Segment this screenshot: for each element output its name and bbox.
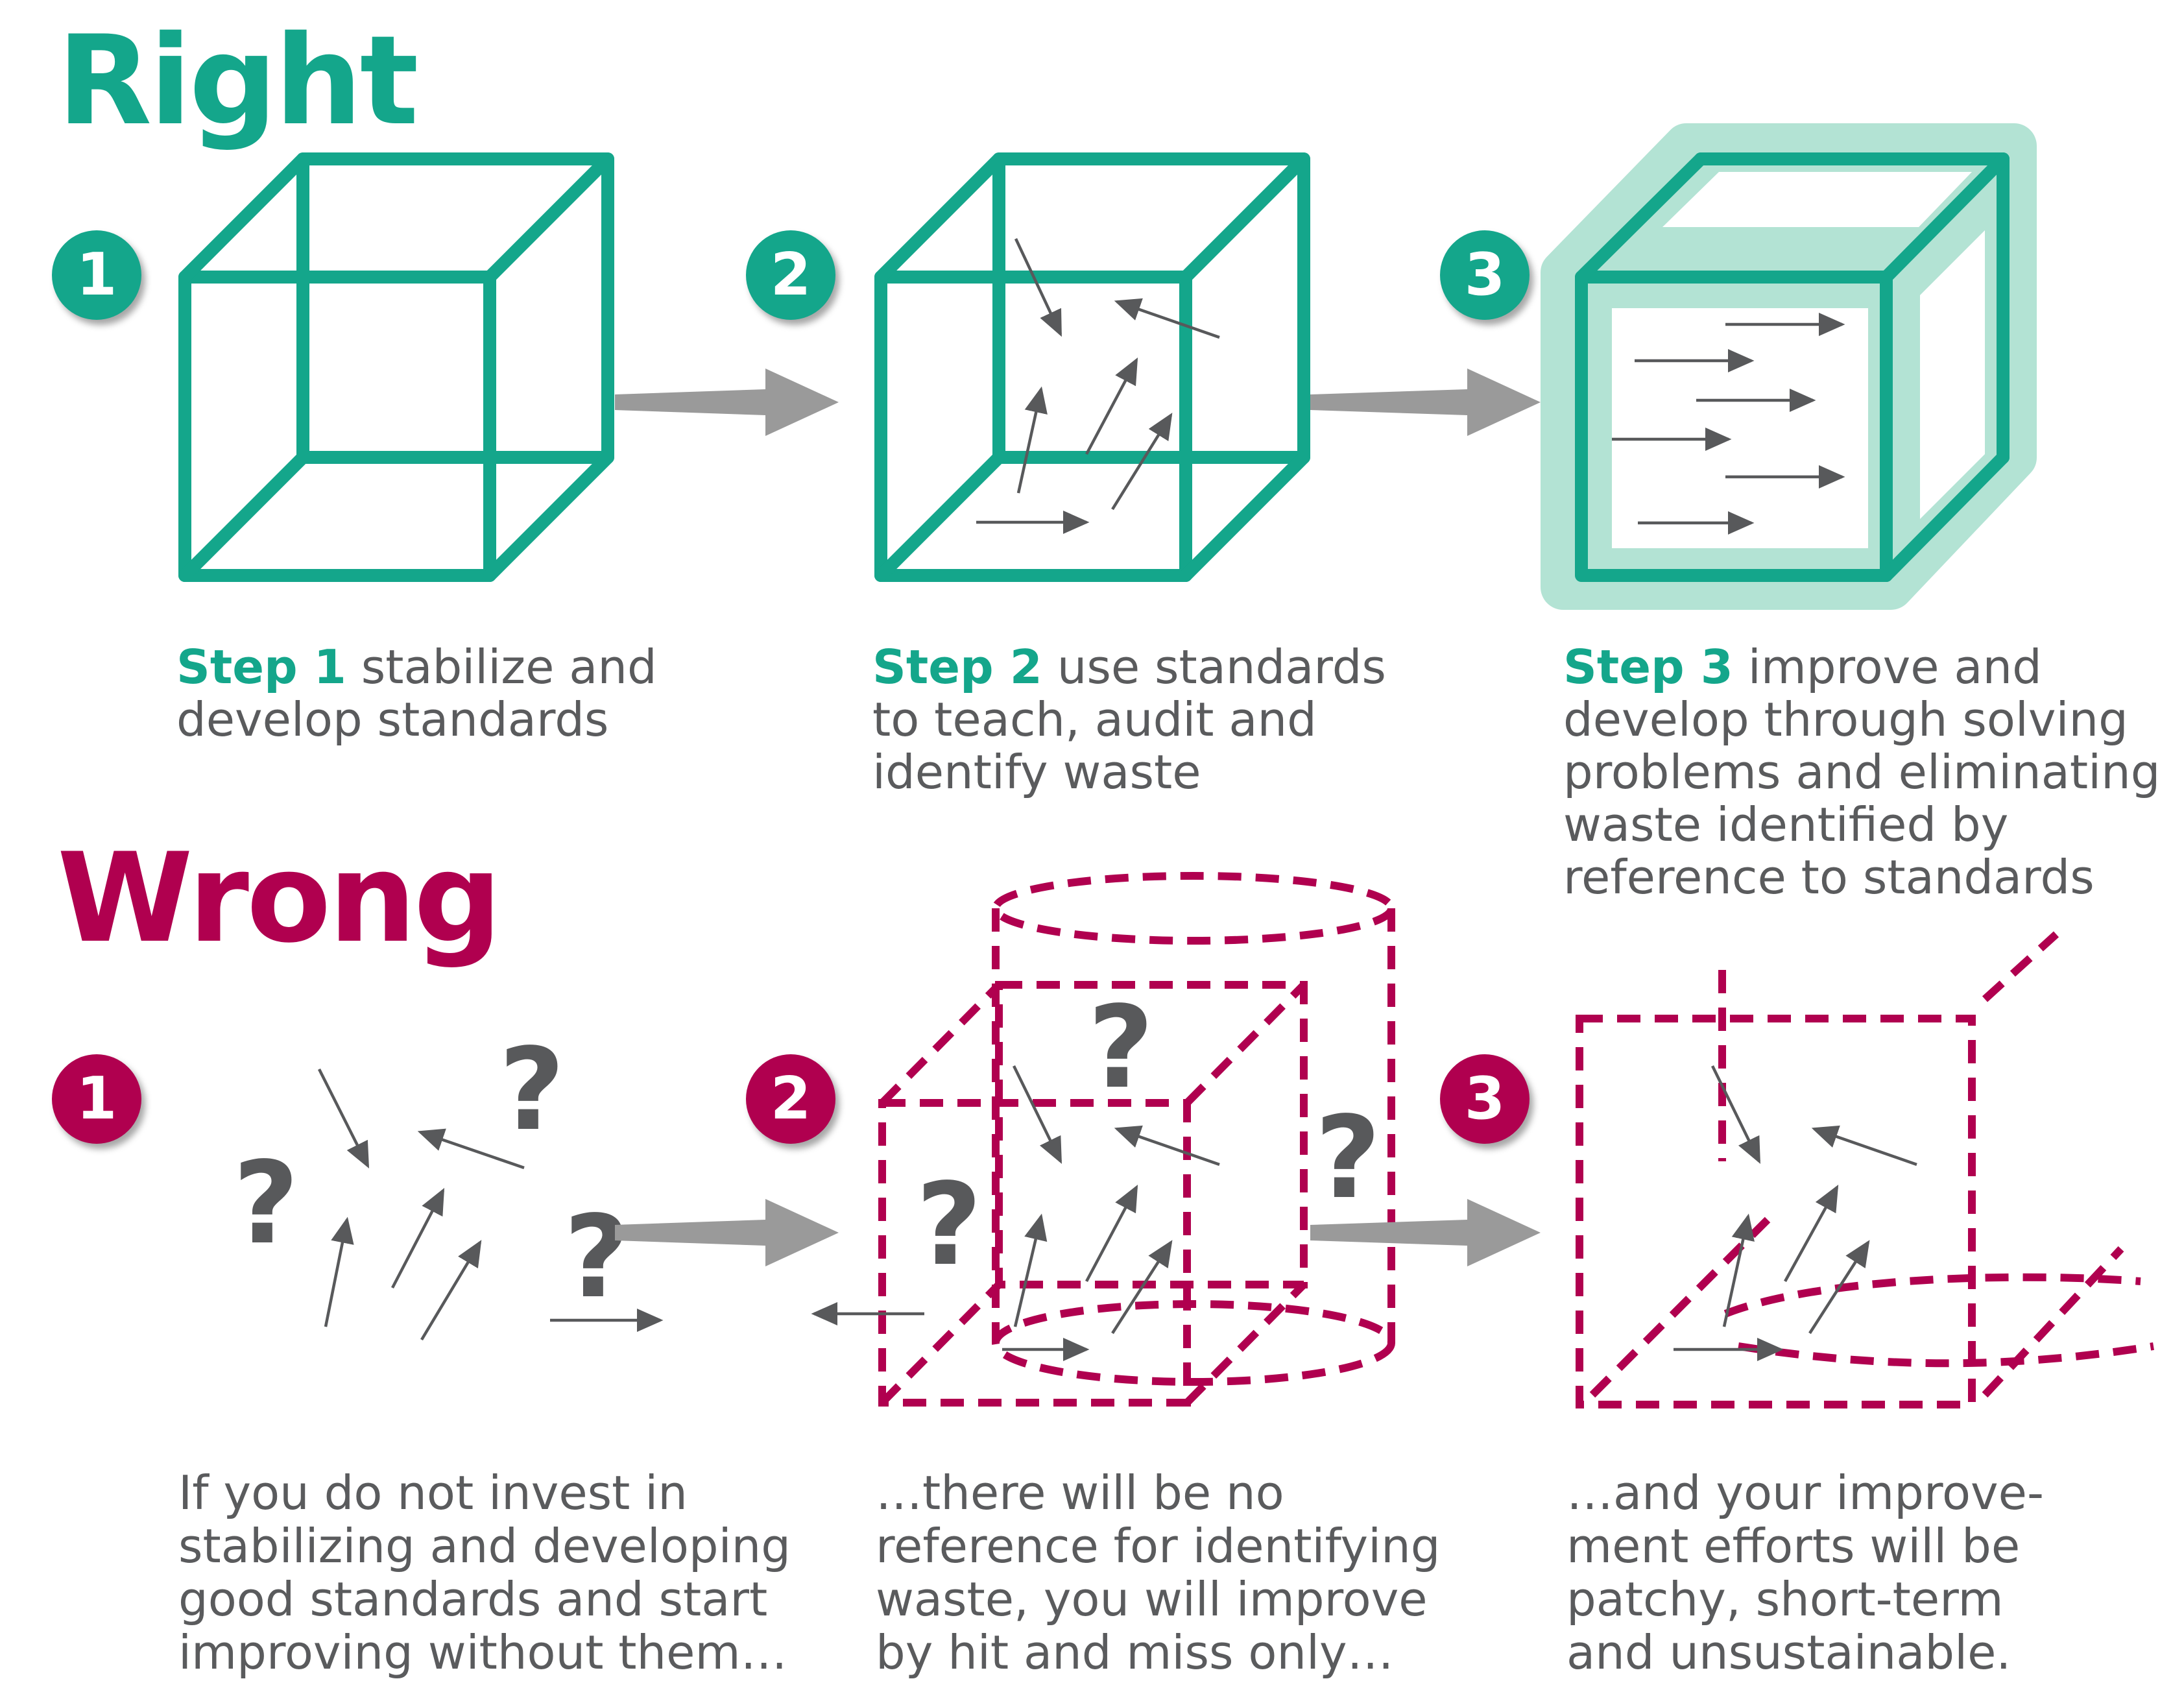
wrong-progress-arrow-2 bbox=[1310, 1199, 1541, 1266]
wrong-step1-badge: 1 bbox=[52, 1054, 141, 1144]
right-step3-text: improve and develop through solving prob… bbox=[1563, 640, 2161, 904]
wrong-step1-question-mark-3: ? bbox=[564, 1192, 630, 1323]
wrong-step2-arrows bbox=[811, 1065, 1220, 1361]
right-step2-label: Step 2 bbox=[872, 640, 1042, 694]
right-step3-cube bbox=[1541, 123, 2037, 610]
right-step1-text: stabilize and develop standards bbox=[176, 640, 657, 747]
wrong-step1-question-mark-2: ? bbox=[233, 1138, 299, 1270]
right-step3-caption: Step 3 improve and develop through solvi… bbox=[1563, 641, 2173, 904]
wrong-step2-dashed-cylinder bbox=[992, 872, 1395, 1386]
right-progress-arrow-1 bbox=[615, 369, 839, 436]
right-step2-text: use standards to teach, audit and identi… bbox=[872, 640, 1386, 799]
right-step1-cube bbox=[178, 152, 614, 582]
right-step3-arrows bbox=[1612, 313, 1845, 535]
wrong-step1-arrows bbox=[317, 1068, 664, 1341]
wrong-step2-question-mark-2: ? bbox=[916, 1159, 982, 1291]
right-heading: Right bbox=[57, 9, 419, 152]
right-step3-badge: 3 bbox=[1440, 230, 1530, 320]
right-step1-label: Step 1 bbox=[176, 640, 346, 694]
wrong-step2-caption: …there will be no reference for identify… bbox=[876, 1466, 1441, 1680]
wrong-step1-question-mark-1: ? bbox=[499, 1024, 565, 1156]
wrong-step2-badge: 2 bbox=[746, 1054, 835, 1144]
right-step1-caption: Step 1 stabilize and develop standards bbox=[176, 641, 695, 746]
right-step2-caption: Step 2 use standards to teach, audit and… bbox=[872, 641, 1404, 799]
wrong-progress-arrow-1 bbox=[615, 1199, 839, 1266]
wrong-step3-badge: 3 bbox=[1440, 1054, 1530, 1144]
wrong-step2-question-mark-3: ? bbox=[1315, 1093, 1381, 1224]
wrong-step1-caption: If you do not invest in stabilizing and … bbox=[178, 1466, 791, 1680]
wrong-step3-caption: …and your improve- ment efforts will be … bbox=[1566, 1466, 2044, 1680]
right-step2-badge: 2 bbox=[746, 230, 835, 320]
right-step3-label: Step 3 bbox=[1563, 640, 1733, 694]
right-progress-arrow-2 bbox=[1310, 369, 1541, 436]
wrong-step2-question-mark-1: ? bbox=[1088, 982, 1154, 1114]
wrong-step3-broken-frame bbox=[1576, 931, 2154, 1408]
wrong-step3-arrows bbox=[1674, 1065, 1917, 1361]
right-step2-cube bbox=[874, 152, 1310, 582]
right-step1-badge: 1 bbox=[52, 230, 141, 320]
right-step2-arrows bbox=[976, 238, 1220, 534]
wrong-step2-dashed-cube bbox=[878, 981, 1308, 1407]
wrong-heading: Wrong bbox=[57, 827, 502, 970]
